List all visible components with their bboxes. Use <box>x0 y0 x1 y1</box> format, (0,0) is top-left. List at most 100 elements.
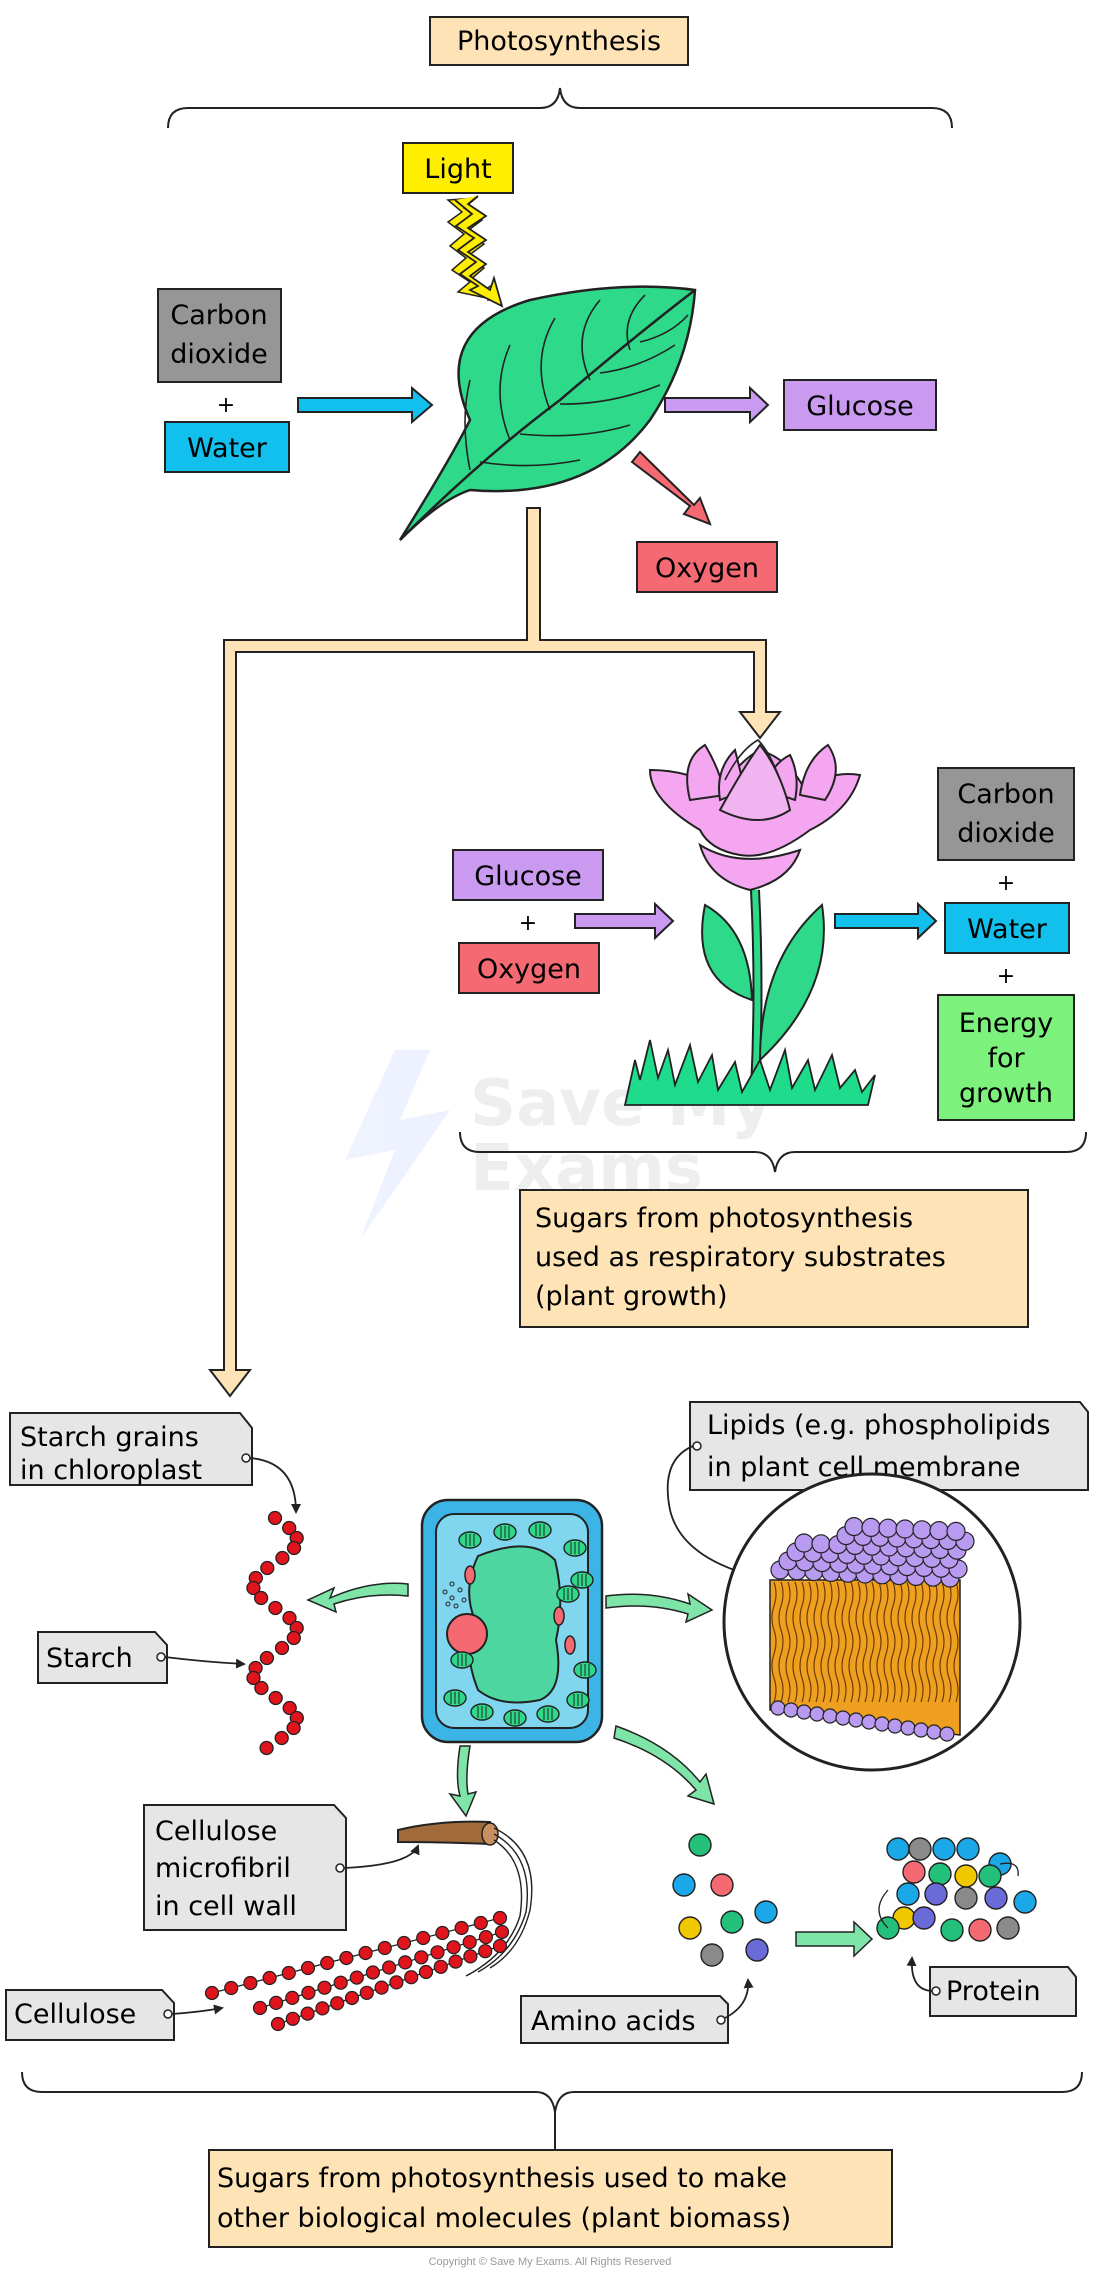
phospholipid-head <box>794 1533 814 1553</box>
starch-bead <box>275 1550 290 1566</box>
protein-residue <box>886 1837 910 1861</box>
glucose-bead <box>404 1970 419 1985</box>
phospholipid-head <box>895 1519 915 1539</box>
resp-co2-box: Carbon dioxide <box>937 767 1075 861</box>
resp-water-box: Water <box>944 902 1070 954</box>
cell-to-lipid-arrow <box>605 1592 714 1624</box>
cellulose-label: Cellulose <box>14 1999 136 2030</box>
starch-bead <box>282 1520 297 1536</box>
amino-acid <box>688 1833 712 1857</box>
glucose-bead <box>359 1985 374 2000</box>
glucose-bead <box>344 1990 360 2006</box>
glucose-bead <box>398 1955 413 1970</box>
flow-arrows <box>207 507 783 1398</box>
starch-bead <box>274 1730 289 1746</box>
microfibril-label-3: in cell wall <box>155 1891 297 1922</box>
cellulose-pointer <box>171 2004 224 2015</box>
starch-bead <box>254 1680 269 1696</box>
microfibril-icon <box>397 1820 533 1977</box>
phospholipid-head <box>874 1716 890 1732</box>
cellulose-tag: Cellulose <box>5 1989 175 2041</box>
starch-bead <box>286 1720 301 1736</box>
amino-acid <box>745 1938 769 1962</box>
glucose-bead <box>270 2016 286 2032</box>
light-label: Light <box>424 154 491 185</box>
protein-residue <box>978 1864 1002 1888</box>
amino-acids-pointer <box>724 1978 754 2019</box>
glucose-bead <box>473 1915 488 1931</box>
copyright-text: Copyright © Save My Exams. All Rights Re… <box>428 2256 672 2268</box>
starch-label: Starch <box>46 1643 133 1674</box>
glucose-bead <box>389 1975 404 1990</box>
starch-bead <box>260 1560 275 1576</box>
leaf-icon <box>398 285 697 541</box>
protein-residue <box>984 1886 1008 1910</box>
resp-plus-1: + <box>519 911 537 936</box>
glucose-bead <box>365 1965 380 1980</box>
amino-acid <box>672 1873 696 1897</box>
glucose-bead <box>414 1950 429 1965</box>
glucose-bead <box>317 1980 332 1995</box>
amino-acid <box>710 1873 734 1897</box>
glucose-arrow <box>664 385 770 425</box>
resp-water-label: Water <box>967 914 1048 945</box>
glucose-bead <box>396 1935 412 1951</box>
starch-grains-tag: Starch grains in chloroplast <box>9 1412 253 1486</box>
amino-acid <box>678 1916 702 1940</box>
glucose-bead <box>224 1980 239 1996</box>
amino-to-protein-arrow <box>795 1920 874 1958</box>
phospholipid-head <box>929 1520 949 1541</box>
amino-acid <box>700 1943 724 1967</box>
resp-summary-3: (plant growth) <box>535 1281 727 1312</box>
glucose-bead <box>300 2006 315 2021</box>
glucose-bead <box>382 1960 397 1975</box>
protein-residue <box>928 1862 952 1886</box>
phospholipid-head <box>926 1724 942 1740</box>
glucose-bead <box>333 1975 348 1990</box>
glucose-label: Glucose <box>806 391 914 422</box>
protein-residue <box>954 1886 978 1910</box>
energy-label-2: for <box>987 1043 1025 1074</box>
starch-tag: Starch <box>37 1631 168 1684</box>
phospholipid-head <box>844 1516 864 1537</box>
respiration-summary-box: Sugars from photosynthesis used as respi… <box>519 1189 1029 1328</box>
glucose-bead <box>377 1940 392 1956</box>
energy-box: Energy for growth <box>937 994 1075 1121</box>
respiration-brace <box>459 1131 1087 1173</box>
protein-residue <box>924 1882 948 1906</box>
glucose-bead <box>462 1934 477 1950</box>
resp-oxygen-label: Oxygen <box>477 954 581 985</box>
light-box: Light <box>402 142 514 194</box>
phospholipid-head <box>878 1518 898 1538</box>
resp-glucose-box: Glucose <box>452 849 604 901</box>
starch-grains-label-1: Starch grains <box>20 1422 199 1453</box>
cell-to-cellulose-arrow <box>448 1745 478 1818</box>
amino-acid <box>720 1910 744 1934</box>
resp-plus-3: + <box>997 964 1015 989</box>
resp-summary-2: used as respiratory substrates <box>535 1242 946 1273</box>
plant-cell-icon <box>420 1498 604 1744</box>
glucose-bead <box>285 2011 300 2026</box>
biomass-summary-2: other biological molecules (plant biomas… <box>217 2203 791 2234</box>
cell-to-starch-arrow <box>306 1582 409 1614</box>
starch-grains-label-2: in chloroplast <box>20 1455 202 1486</box>
glucose-bead <box>446 1940 461 1955</box>
light-ray-icon <box>454 195 504 308</box>
protein-icon <box>876 1837 1037 1942</box>
starch-bead <box>259 1650 275 1666</box>
glucose-bead <box>320 1955 335 1971</box>
cellulose-chains <box>204 1910 510 2032</box>
lipid-bilayer-icon <box>722 1472 1022 1772</box>
phospholipid-head <box>939 1726 955 1742</box>
glucose-bead <box>315 2001 330 2016</box>
starch-pointer <box>164 1656 246 1669</box>
glucose-bead <box>418 1964 434 1980</box>
glucose-bead <box>430 1945 445 1960</box>
input-arrow <box>297 385 434 425</box>
protein-residue <box>940 1918 964 1942</box>
biomass-summary-1: Sugars from photosynthesis used to make <box>217 2163 787 2194</box>
oxygen-box: Oxygen <box>636 541 778 593</box>
glucose-bead <box>285 1990 300 2006</box>
glucose-bead <box>435 1925 450 1941</box>
